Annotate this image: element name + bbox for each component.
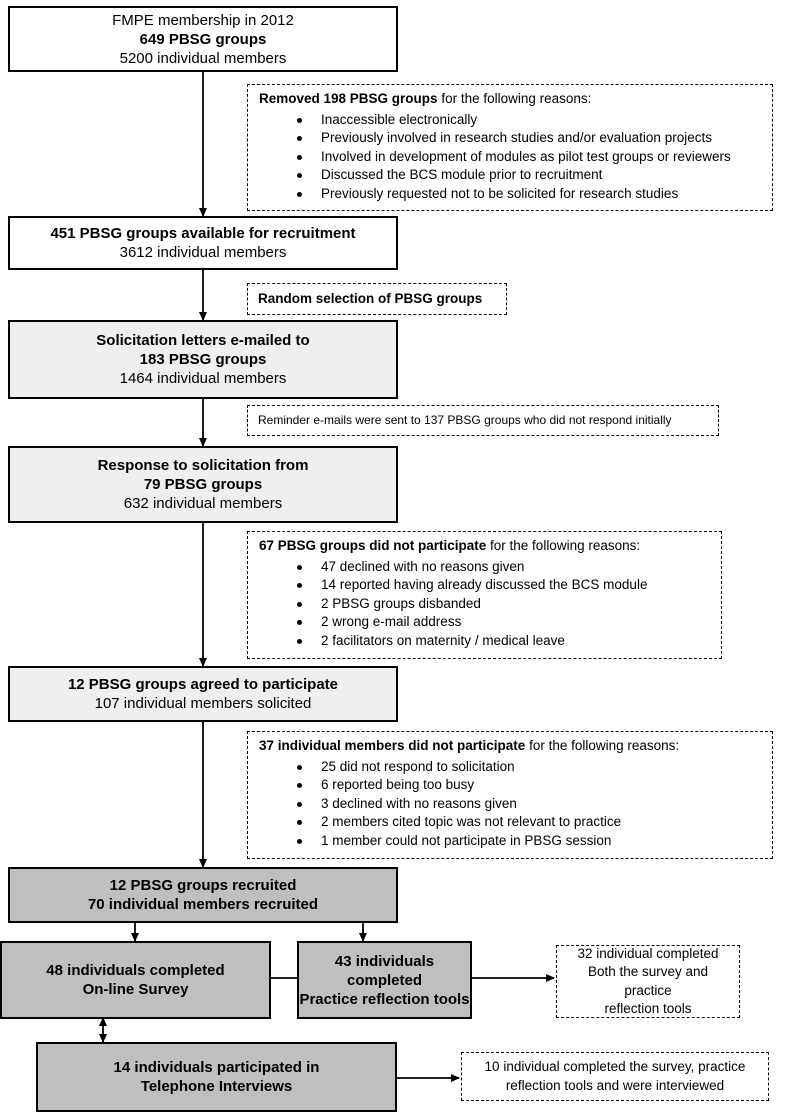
list-item: 6 reported being too busy — [259, 776, 762, 795]
membership-title: FMPE membership in 2012 — [112, 11, 294, 29]
both-line2: Both the survey and practice — [587, 964, 709, 998]
survey-count: 48 individuals completed — [46, 962, 225, 979]
available-groups: 451 PBSG groups available for recruitmen… — [50, 225, 356, 242]
groups-not-header-bold: 67 PBSG groups did not participate — [259, 538, 487, 553]
membership-box: FMPE membership in 2012 649 PBSG groups … — [8, 6, 398, 72]
response-members: 632 individual members — [123, 495, 283, 512]
membership-members: 5200 individual members — [119, 49, 287, 67]
interviews-count: 14 individuals participated in — [113, 1059, 320, 1076]
reflection-count: 43 individuals completed — [334, 952, 435, 989]
reflection-label: Practice reflection tools — [299, 990, 470, 1008]
members-not-header-bold: 37 individual members did not participat… — [259, 738, 526, 753]
list-item: 3 declined with no reasons given — [259, 795, 762, 814]
interviews-label: Telephone Interviews — [140, 1078, 293, 1095]
removed-reasons-list: Inaccessible electronically Previously i… — [259, 111, 762, 204]
removed-groups-note: Removed 198 PBSG groups for the followin… — [247, 84, 773, 211]
interviews-box: 14 individuals participated in Telephone… — [36, 1042, 397, 1112]
list-item: Discussed the BCS module prior to recrui… — [259, 166, 762, 185]
survey-box: 48 individuals completed On-line Survey — [0, 941, 271, 1019]
membership-groups: 649 PBSG groups — [139, 30, 267, 48]
list-item: 2 members cited topic was not relevant t… — [259, 813, 762, 832]
removed-header-rest: for the following reasons: — [437, 91, 592, 106]
members-not-reasons-list: 25 did not respond to solicitation 6 rep… — [259, 758, 762, 851]
random-selection-note: Random selection of PBSG groups — [247, 283, 507, 315]
agreed-box: 12 PBSG groups agreed to participate 107… — [8, 666, 398, 722]
groups-not-participate-note: 67 PBSG groups did not participate for t… — [247, 531, 722, 659]
solicitation-groups: 183 PBSG groups — [139, 351, 267, 368]
solicitation-members: 1464 individual members — [119, 370, 287, 387]
removed-header-bold: Removed 198 PBSG groups — [259, 91, 438, 106]
solicitation-title: Solicitation letters e-mailed to — [96, 332, 310, 349]
both-line3: reflection tools — [604, 1001, 692, 1016]
members-not-header: 37 individual members did not participat… — [259, 737, 762, 756]
available-box: 451 PBSG groups available for recruitmen… — [8, 216, 398, 270]
members-not-participate-note: 37 individual members did not participat… — [247, 731, 773, 859]
agreed-members: 107 individual members solicited — [94, 695, 312, 712]
recruited-members: 70 individual members recruited — [87, 896, 319, 913]
survey-label: On-line Survey — [82, 981, 189, 998]
members-not-header-rest: for the following reasons: — [525, 738, 680, 753]
groups-not-reasons-list: 47 declined with no reasons given 14 rep… — [259, 558, 711, 651]
all-line1: 10 individual completed the survey, prac… — [484, 1059, 746, 1074]
both-line1: 32 individual completed — [577, 945, 719, 961]
agreed-groups: 12 PBSG groups agreed to participate — [67, 676, 339, 693]
list-item: 2 PBSG groups disbanded — [259, 595, 711, 614]
all-completed-note: 10 individual completed the survey, prac… — [461, 1052, 769, 1101]
list-item: 25 did not respond to solicitation — [259, 758, 762, 777]
reflection-box: 43 individuals completed Practice reflec… — [297, 941, 472, 1019]
list-item: Inaccessible electronically — [259, 111, 762, 130]
list-item: Previously requested not to be solicited… — [259, 185, 762, 204]
list-item: Involved in development of modules as pi… — [259, 148, 762, 167]
list-item: Previously involved in research studies … — [259, 129, 762, 148]
list-item: 47 declined with no reasons given — [259, 558, 711, 577]
list-item: 2 facilitators on maternity / medical le… — [259, 632, 711, 651]
recruited-groups: 12 PBSG groups recruited — [109, 877, 297, 894]
reminder-note: Reminder e-mails were sent to 137 PBSG g… — [247, 405, 719, 436]
groups-not-header: 67 PBSG groups did not participate for t… — [259, 537, 711, 556]
available-members: 3612 individual members — [119, 244, 287, 261]
list-item: 1 member could not participate in PBSG s… — [259, 832, 762, 851]
list-item: 14 reported having already discussed the… — [259, 576, 711, 595]
reminder-text: Reminder e-mails were sent to 137 PBSG g… — [258, 413, 672, 428]
response-box: Response to solicitation from 79 PBSG gr… — [8, 446, 398, 523]
solicitation-box: Solicitation letters e-mailed to 183 PBS… — [8, 320, 398, 399]
both-completed-note: 32 individual completed Both the survey … — [556, 945, 740, 1018]
random-selection-text: Random selection of PBSG groups — [258, 290, 483, 306]
response-title: Response to solicitation from — [97, 457, 309, 474]
response-groups: 79 PBSG groups — [143, 476, 263, 493]
list-item: 2 wrong e-mail address — [259, 613, 711, 632]
all-line2: reflection tools and were interviewed — [505, 1077, 725, 1093]
groups-not-header-rest: for the following reasons: — [486, 538, 641, 553]
recruited-box: 12 PBSG groups recruited 70 individual m… — [8, 867, 398, 923]
removed-header: Removed 198 PBSG groups for the followin… — [259, 90, 762, 109]
